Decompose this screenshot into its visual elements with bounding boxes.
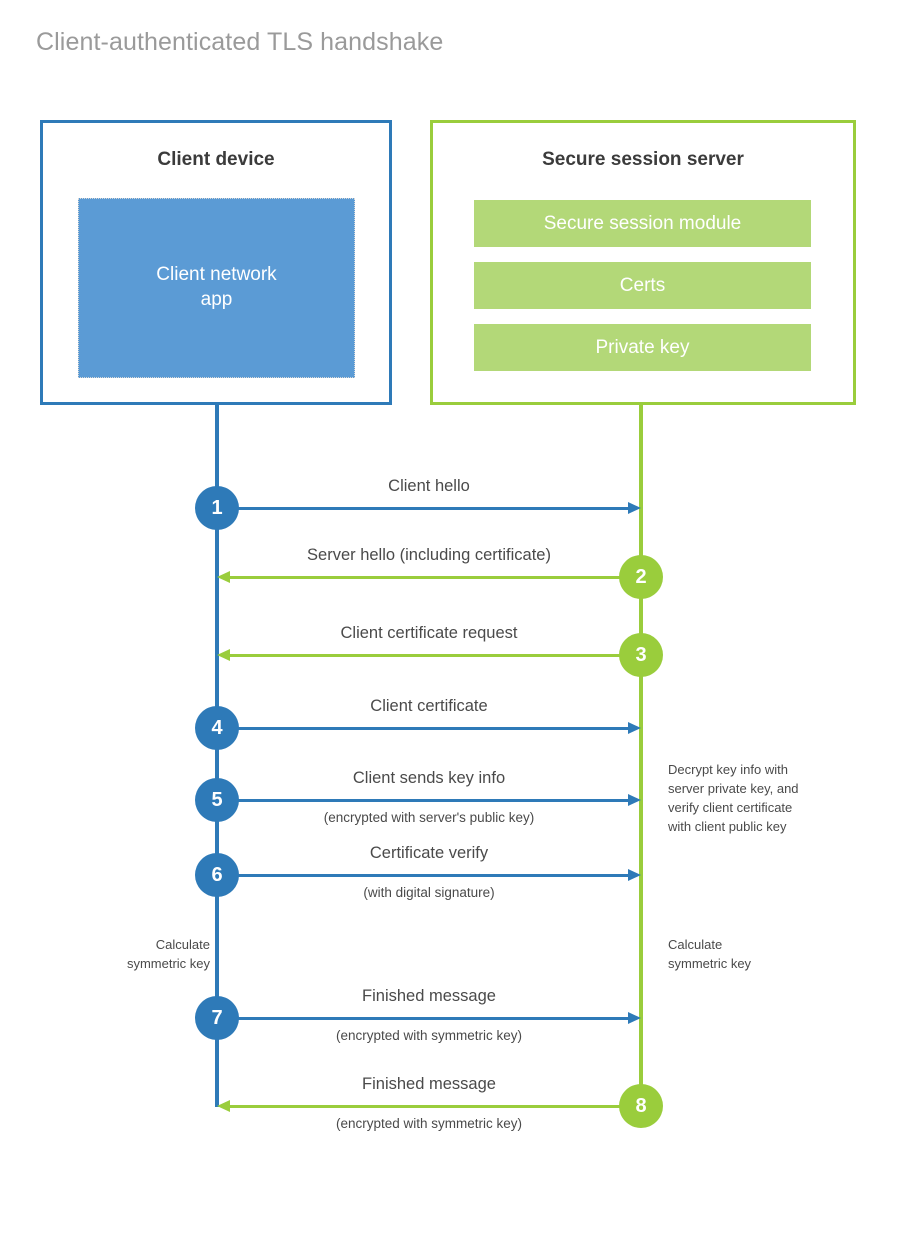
step-badge-1[interactable]: 1 [195, 486, 239, 530]
step-badge-5[interactable]: 5 [195, 778, 239, 822]
step-badge-4-number: 4 [211, 716, 223, 739]
secure-session-server-title: Secure session server [542, 149, 744, 170]
step-badge-2-number: 2 [635, 565, 647, 588]
page-title: Client-authenticated TLS handshake [36, 28, 444, 56]
message-6-sublabel: (with digital signature) [363, 885, 495, 900]
message-1-arrowhead-icon [628, 502, 641, 514]
note-server-decrypt: Decrypt key info with server private key… [668, 762, 799, 834]
step-badge-3-number: 3 [635, 643, 647, 666]
step-badge-5-number: 5 [211, 788, 223, 811]
note-client-calculate-symmetric-key: Calculate symmetric key [126, 937, 210, 971]
message-3-arrowhead-icon [217, 649, 230, 661]
message-6-arrowhead-icon [628, 869, 641, 881]
message-5-label: Client sends key info [352, 769, 506, 787]
message-8-sublabel: (encrypted with symmetric key) [335, 1116, 523, 1131]
message-2-label: Server hello (including certificate) [307, 546, 551, 564]
server-lifeline [639, 403, 643, 1107]
message-8-line [230, 1105, 641, 1108]
message-7-sublabel: (encrypted with symmetric key) [335, 1028, 523, 1043]
message-2-line [230, 576, 641, 579]
step-badge-8[interactable]: 8 [619, 1084, 663, 1128]
message-5-line [217, 799, 628, 802]
message-8-arrowhead-icon [217, 1100, 230, 1112]
step-badge-1-number: 1 [211, 496, 223, 519]
client-lifeline [215, 403, 219, 1107]
message-1-label: Client hello [388, 477, 470, 495]
message-3-line [230, 654, 641, 657]
message-4-label: Client certificate [370, 697, 488, 715]
message-7-line [217, 1017, 628, 1020]
client-device-title: Client device [157, 149, 275, 170]
note-server-calculate-symmetric-key: Calculate symmetric key [668, 937, 752, 971]
step-badge-6[interactable]: 6 [195, 853, 239, 897]
message-6-line [217, 874, 628, 877]
client-network-app-block: Client network app [78, 198, 355, 378]
server-module-certs: Certs [474, 262, 811, 309]
server-module-secure-session-module: Secure session module [474, 200, 811, 247]
message-8-label: Finished message [362, 1075, 496, 1093]
server-module-private-key: Private key [474, 324, 811, 371]
message-3-label: Client certificate request [340, 624, 518, 642]
message-4-arrowhead-icon [628, 722, 641, 734]
secure-session-server-box: Secure session server Secure session mod… [430, 120, 856, 405]
step-badge-6-number: 6 [211, 863, 223, 886]
message-7-arrowhead-icon [628, 1012, 641, 1024]
server-module-list: Secure session module Certs Private key [474, 200, 811, 371]
step-badge-4[interactable]: 4 [195, 706, 239, 750]
step-badge-7-number: 7 [211, 1006, 223, 1029]
step-badge-3[interactable]: 3 [619, 633, 663, 677]
message-5-sublabel: (encrypted with server's public key) [323, 810, 535, 825]
message-4-line [217, 727, 628, 730]
message-7-label: Finished message [362, 987, 496, 1005]
step-badge-7[interactable]: 7 [195, 996, 239, 1040]
step-badge-8-number: 8 [635, 1094, 647, 1117]
message-6-label: Certificate verify [369, 844, 489, 862]
step-badge-2[interactable]: 2 [619, 555, 663, 599]
message-2-arrowhead-icon [217, 571, 230, 583]
message-5-arrowhead-icon [628, 794, 641, 806]
client-device-box: Client device Client network app [40, 120, 392, 405]
message-1-line [217, 507, 628, 510]
